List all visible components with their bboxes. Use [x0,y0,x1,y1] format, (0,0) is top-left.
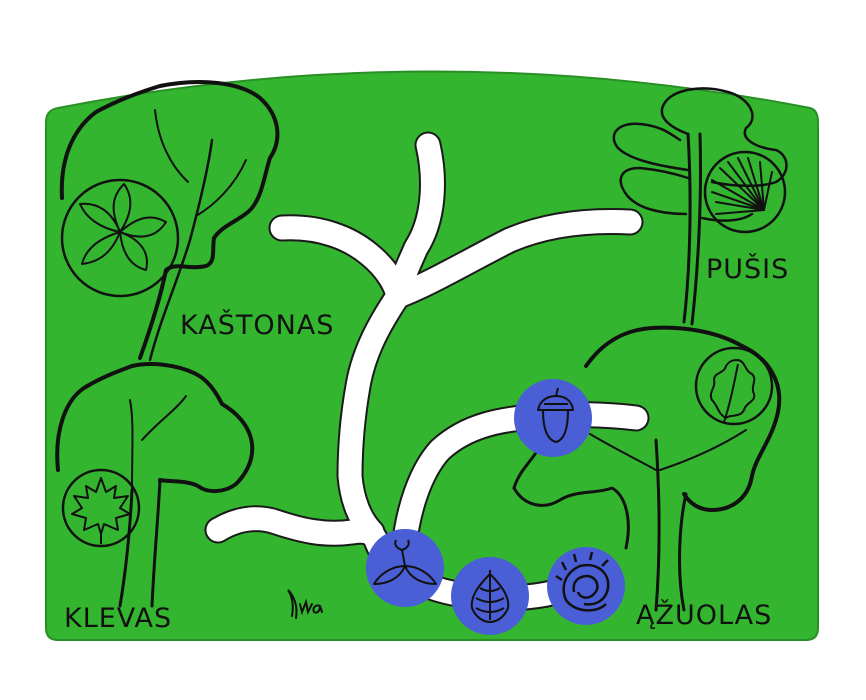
acorn-icon[interactable] [514,379,592,457]
label-pusis: PUŠIS [706,254,790,285]
pine-cone-icon[interactable] [451,557,529,635]
pine-needles-icon [703,150,787,234]
kastonas-tree [59,80,280,362]
pusis-tree [612,87,788,326]
maple-leaf-icon [61,468,141,548]
signature [287,589,323,619]
label-klevas: KLEVAS [64,603,173,634]
oak-leaf-icon [694,346,774,426]
klevas-tree [55,362,255,608]
label-kastonas: KAŠTONAS [180,310,335,341]
chestnut-icon[interactable] [547,547,625,625]
label-azuolas: ĄŽUOLAS [636,600,773,631]
azuolas-tree [512,325,782,612]
chestnut-leaf-icon [60,178,180,298]
maple-seed-icon[interactable] [366,529,444,607]
